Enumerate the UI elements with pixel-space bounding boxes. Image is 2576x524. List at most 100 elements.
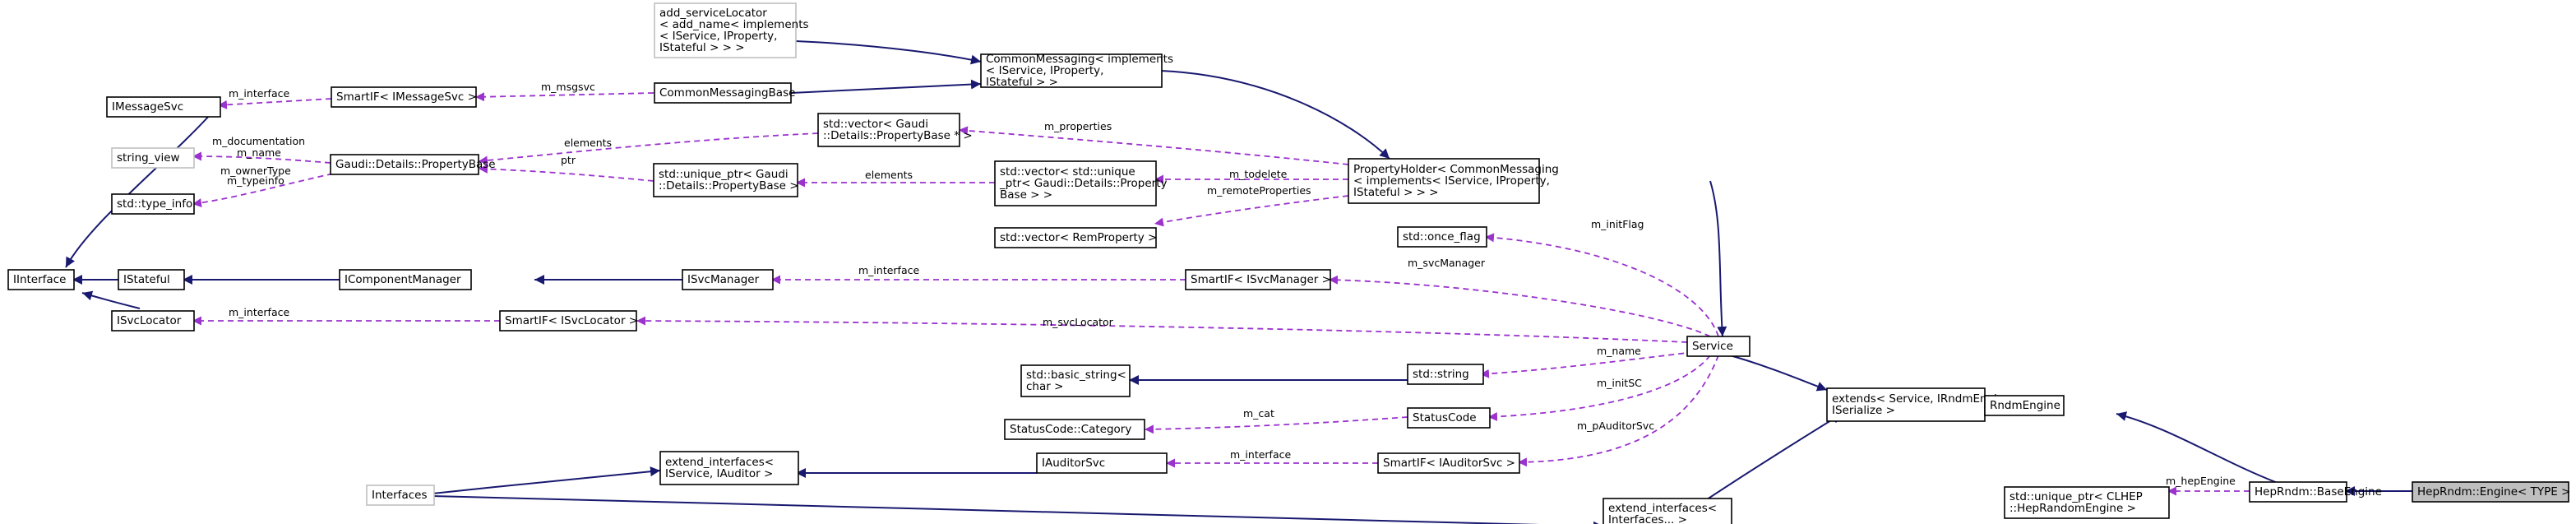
class-node-std-string[interactable]: std::string — [1407, 364, 1484, 385]
class-node-label: extend_interfaces< — [1608, 502, 1717, 515]
class-node-label: std::string — [1413, 368, 1469, 381]
class-node-box — [7, 269, 75, 290]
edge-interfaces-extendiservice — [432, 466, 661, 494]
edge-isvclocator-iinterface — [81, 290, 141, 309]
class-node-label: std::basic_string< — [1026, 369, 1126, 382]
edge-label-m-interface-3: m_interface — [229, 306, 289, 318]
class-node-box — [118, 269, 185, 290]
class-node-box — [111, 310, 195, 332]
edge-service-onceflag — [1484, 233, 1719, 337]
class-node-imessagesvc[interactable]: IMessageSvc — [106, 96, 221, 118]
edge-service-smartifiauditorsvc — [1517, 355, 1719, 467]
class-node-label: CommonMessagingBase — [659, 86, 795, 100]
edge-commonmessagingbase-smartif — [474, 92, 654, 102]
class-node-label: Service — [1692, 340, 1733, 353]
class-node-icomponentmanager[interactable]: IComponentManager — [339, 269, 472, 290]
edge-label-elements-2: elements — [865, 169, 913, 181]
edge-label-m-pauditorsvc: m_pAuditorSvc — [1577, 420, 1654, 432]
class-node-interfaces[interactable]: Interfaces — [366, 485, 435, 506]
class-node-unique-ptr-propertybase[interactable]: std::unique_ptr< Gaudi::Details::Propert… — [653, 163, 799, 197]
class-node-isvcmanager[interactable]: ISvcManager — [682, 269, 774, 290]
class-node-istateful[interactable]: IStateful — [118, 269, 185, 290]
class-node-label: string_view — [117, 151, 180, 165]
edge-label-m-interface-4: m_interface — [1230, 448, 1291, 461]
class-node-smartif-iauditorsvc[interactable]: SmartIF< IAuditorSvc > — [1377, 452, 1520, 474]
edge-commonmessagingbase-commonmessaging — [790, 79, 982, 94]
edge-service-smartifisvclocator — [636, 316, 1688, 343]
class-node-label: std::type_info — [117, 197, 192, 211]
edge-label-elements-1: elements — [564, 137, 612, 149]
class-node-propertybase[interactable]: Gaudi::Details::PropertyBase — [330, 154, 496, 175]
edge-imessagesvc-iinterface — [65, 114, 211, 268]
class-node-box — [1036, 452, 1168, 474]
class-node-extends[interactable]: extends< Service, IRndmEngine,ISerialize… — [1826, 387, 2014, 422]
class-node-box — [2412, 481, 2569, 503]
edge-label-m-msgsvc: m_msgsvc — [541, 81, 595, 93]
class-node-label: IStateful — [123, 273, 170, 286]
class-node-statuscode-category[interactable]: StatusCode::Category — [1004, 419, 1145, 440]
class-node-basic-string[interactable]: std::basic_string<char > — [1020, 364, 1131, 397]
class-node-smartif-isvcmanager[interactable]: SmartIF< ISvcManager > — [1185, 269, 1331, 290]
class-node-label: _ptr< Gaudi::Details::Property — [999, 177, 1168, 190]
class-node-type-info[interactable]: std::type_info — [111, 193, 195, 215]
class-node-smartif-imessagesvc[interactable]: SmartIF< IMessageSvc > — [331, 86, 477, 108]
class-node-commonmessaging[interactable]: CommonMessaging< implements< IService, I… — [980, 53, 1173, 89]
class-node-box — [1397, 226, 1487, 248]
edge-service-stdstring — [1479, 351, 1695, 378]
edge-label-m-cat: m_cat — [1243, 407, 1274, 420]
class-node-label: SmartIF< IAuditorSvc > — [1383, 457, 1515, 470]
class-node-label: Interfaces — [372, 489, 427, 502]
class-node-iinterface[interactable]: IInterface — [7, 269, 75, 290]
class-node-label: SmartIF< IMessageSvc > — [336, 90, 477, 104]
class-node-baseengine[interactable]: HepRndm::BaseEngine — [2249, 481, 2382, 503]
class-node-unique-ptr-clhep[interactable]: std::unique_ptr< CLHEP::HepRandomEngine … — [2004, 486, 2170, 519]
edge-label-m-ownertype: m_ownerType — [220, 165, 291, 177]
class-node-engine[interactable]: HepRndm::Engine< TYPE > — [2412, 481, 2570, 503]
class-node-label: Gaudi::Details::PropertyBase — [335, 158, 496, 171]
class-node-label: IMessageSvc — [112, 100, 183, 114]
class-node-propertyholder[interactable]: PropertyHolder< CommonMessaging< impleme… — [1348, 158, 1559, 204]
class-node-string-view[interactable]: string_view — [111, 147, 195, 169]
class-node-label: PropertyHolder< CommonMessaging — [1353, 163, 1559, 176]
edge-label-m-todelete: m_todelete — [1229, 168, 1288, 180]
class-node-rndmengine[interactable]: RndmEngine — [1984, 395, 2065, 416]
edge-label-m-remoteproperties: m_remoteProperties — [1207, 184, 1311, 197]
edge-label-m-name-2: m_name — [1597, 345, 1641, 357]
class-node-commonmessagingbase[interactable]: CommonMessagingBase — [654, 82, 795, 104]
class-node-label: < add_name< implements — [659, 18, 809, 31]
class-node-label: HepRndm::BaseEngine — [2255, 485, 2382, 498]
class-node-iauditorsvc[interactable]: IAuditorSvc — [1036, 452, 1168, 474]
class-node-label: RndmEngine — [1990, 399, 2060, 412]
edge-rndmengine-baseengine — [2116, 411, 2278, 484]
class-node-vector-remproperty[interactable]: std::vector< RemProperty > — [994, 227, 1157, 248]
class-node-box — [817, 113, 960, 147]
class-node-statuscode[interactable]: StatusCode — [1407, 407, 1491, 429]
edge-label-m-hepengine: m_hepEngine — [2166, 475, 2236, 487]
class-node-label: extends< Service, IRndmEngine, — [1832, 392, 2014, 406]
class-node-label: IStateful > > > — [1353, 186, 1439, 199]
class-node-add-servicelocator[interactable]: add_serviceLocator< add_name< implements… — [654, 2, 809, 58]
class-node-label: IInterface — [13, 273, 66, 286]
class-node-label: std::once_flag — [1403, 230, 1481, 243]
class-node-box — [653, 163, 798, 197]
class-node-vector-unique-ptr[interactable]: std::vector< std::unique_ptr< Gaudi::Det… — [994, 160, 1168, 206]
class-node-box — [499, 310, 637, 332]
class-node-isvclocator[interactable]: ISvcLocator — [111, 310, 195, 332]
class-node-label: HepRndm::Engine< TYPE > — [2417, 485, 2570, 498]
class-node-label: IAuditorSvc — [1042, 457, 1105, 470]
edge-propertybase-typeinfo — [192, 173, 334, 208]
class-node-service[interactable]: Service — [1686, 336, 1750, 357]
edge-label-m-svcmanager: m_svcManager — [1408, 257, 1486, 269]
class-node-label: ISvcManager — [687, 273, 760, 286]
class-node-vector-propertybase[interactable]: std::vector< Gaudi::Details::PropertyBas… — [817, 113, 973, 147]
class-node-smartif-isvclocator[interactable]: SmartIF< ISvcLocator > — [499, 310, 638, 332]
edge-label-m-documentation: m_documentation — [212, 135, 305, 147]
edge-label-m-initflag: m_initFlag — [1591, 218, 1644, 230]
class-node-extend-iservice[interactable]: extend_interfaces<IService, IAuditor > — [659, 451, 799, 485]
class-node-label: CommonMessaging< implements — [986, 53, 1173, 66]
class-node-box — [1185, 269, 1331, 290]
class-node-once-flag[interactable]: std::once_flag — [1397, 226, 1487, 248]
class-node-extend-interfaces[interactable]: extend_interfaces<Interfaces... > — [1602, 498, 1732, 524]
class-node-box — [366, 485, 435, 506]
edge-label-m-initsc: m_initSC — [1597, 377, 1642, 389]
